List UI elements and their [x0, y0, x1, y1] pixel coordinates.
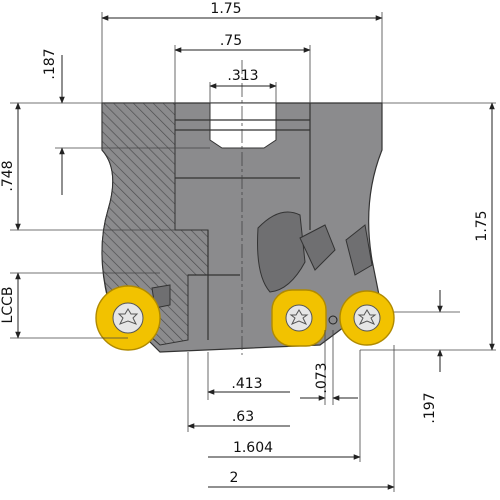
dimension-labels: 1.75 .75 .313 .187 .748 1.75 LCCB .413 .… — [0, 1, 490, 486]
dim-bore-width: .75 — [220, 33, 242, 49]
cutter-body — [101, 60, 383, 355]
dim-1604: 1.604 — [233, 440, 273, 456]
dim-073: .073 — [314, 362, 330, 393]
insert-right — [339, 290, 395, 346]
dim-63: .63 — [232, 409, 254, 425]
dim-keyway-width: .313 — [227, 68, 258, 84]
chip-pocket — [257, 211, 306, 293]
dim-overall-width: 1.75 — [210, 1, 241, 17]
insert-center — [271, 289, 327, 347]
dim-bore-depth: .748 — [0, 160, 16, 191]
dimension-lines — [15, 15, 495, 490]
dim-height: 1.75 — [474, 210, 490, 241]
chip-pocket — [345, 224, 373, 276]
insert-left — [95, 285, 161, 351]
dim-197: .197 — [422, 392, 438, 423]
dim-lccb: LCCB — [0, 287, 16, 324]
dim-413: .413 — [231, 376, 262, 392]
extension-lines — [10, 12, 496, 492]
dim-2: 2 — [230, 470, 239, 486]
reference-point — [328, 315, 338, 325]
dim-keyway-depth: .187 — [42, 48, 58, 79]
keyway — [209, 102, 277, 149]
chip-pocket — [299, 224, 336, 271]
hatched-section — [101, 102, 209, 346]
